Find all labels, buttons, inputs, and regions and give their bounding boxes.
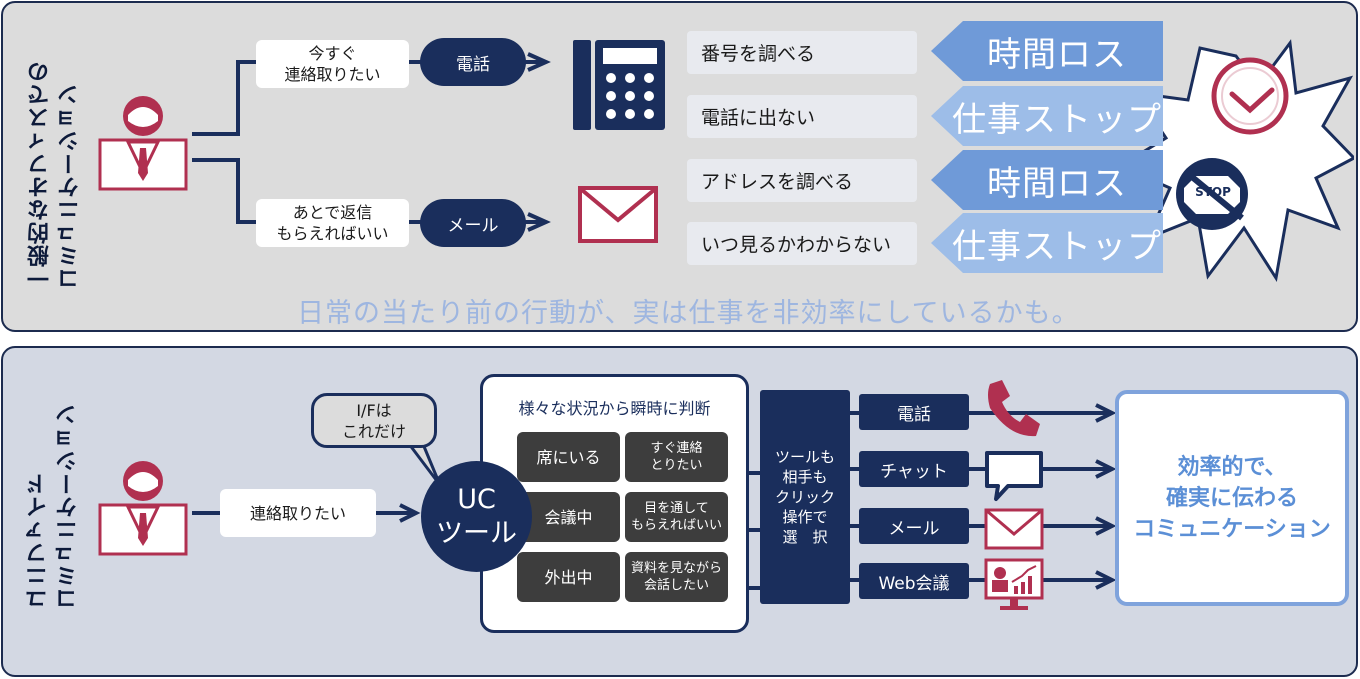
uc-tool-circle: UC ツール xyxy=(421,461,532,572)
mail-pill: メール xyxy=(420,199,526,247)
need-contact-now: すぐ連絡 とりたい xyxy=(625,432,728,482)
issue-unknown-read: いつ見るかわからない xyxy=(687,222,917,265)
channel-web-meeting: Web会議 xyxy=(859,563,969,599)
outcome-work-stop-2: 仕事ストップ xyxy=(931,213,1163,273)
top-connectors xyxy=(192,52,551,232)
situation-title: 様々な状況から瞬時に判断 xyxy=(518,399,711,418)
issue-lookup-address: アドレスを調べる xyxy=(687,159,917,202)
phone-pill: 電話 xyxy=(420,38,526,86)
alert-burst xyxy=(1118,39,1354,283)
top-caption: 日常の当たり前の行動が、実は仕事を非効率にしているかも。 xyxy=(297,298,1080,329)
select-box: ツールも 相手も クリック 操作で 選 択 xyxy=(760,390,850,604)
chat-bubble-icon xyxy=(985,451,1043,501)
status-at-desk: 席にいる xyxy=(517,432,620,482)
want-contact-box: 連絡取りたい xyxy=(220,489,376,537)
channel-chat: チャット xyxy=(859,451,969,487)
outcome-work-stop-1: 仕事ストップ xyxy=(931,86,1163,146)
status-in-meeting: 会議中 xyxy=(517,492,620,542)
web-meeting-icon xyxy=(984,558,1044,610)
desk-phone-icon xyxy=(573,40,665,130)
status-out-of-office: 外出中 xyxy=(517,552,620,602)
person-icon-2 xyxy=(98,461,188,556)
envelope-icon xyxy=(578,186,658,243)
mail-icon xyxy=(984,508,1044,550)
phone-handset-icon xyxy=(988,380,1040,437)
want-now-box: 今すぐ 連絡取りたい xyxy=(256,40,409,88)
person-icon xyxy=(98,96,188,191)
result-box: 効率的で、 確実に伝わる コミュニケーション xyxy=(1115,390,1349,606)
if-bubble: I/Fは これだけ xyxy=(311,393,437,448)
channel-mail: メール xyxy=(859,508,969,544)
issue-no-answer: 電話に出ない xyxy=(687,95,917,138)
need-read-later: 目を通して もらえればいい xyxy=(625,492,728,542)
reply-later-box: あとで返信 もらえればいい xyxy=(256,199,409,247)
outcome-time-loss-2: 時間ロス xyxy=(931,150,1163,210)
issue-lookup-number: 番号を調べる xyxy=(687,31,917,74)
need-talk-with-docs: 資料を見ながら 会話したい xyxy=(625,552,728,602)
stop-sign-text: STOP xyxy=(1195,185,1231,199)
channel-phone: 電話 xyxy=(859,394,969,430)
outcome-time-loss-1: 時間ロス xyxy=(931,21,1163,81)
